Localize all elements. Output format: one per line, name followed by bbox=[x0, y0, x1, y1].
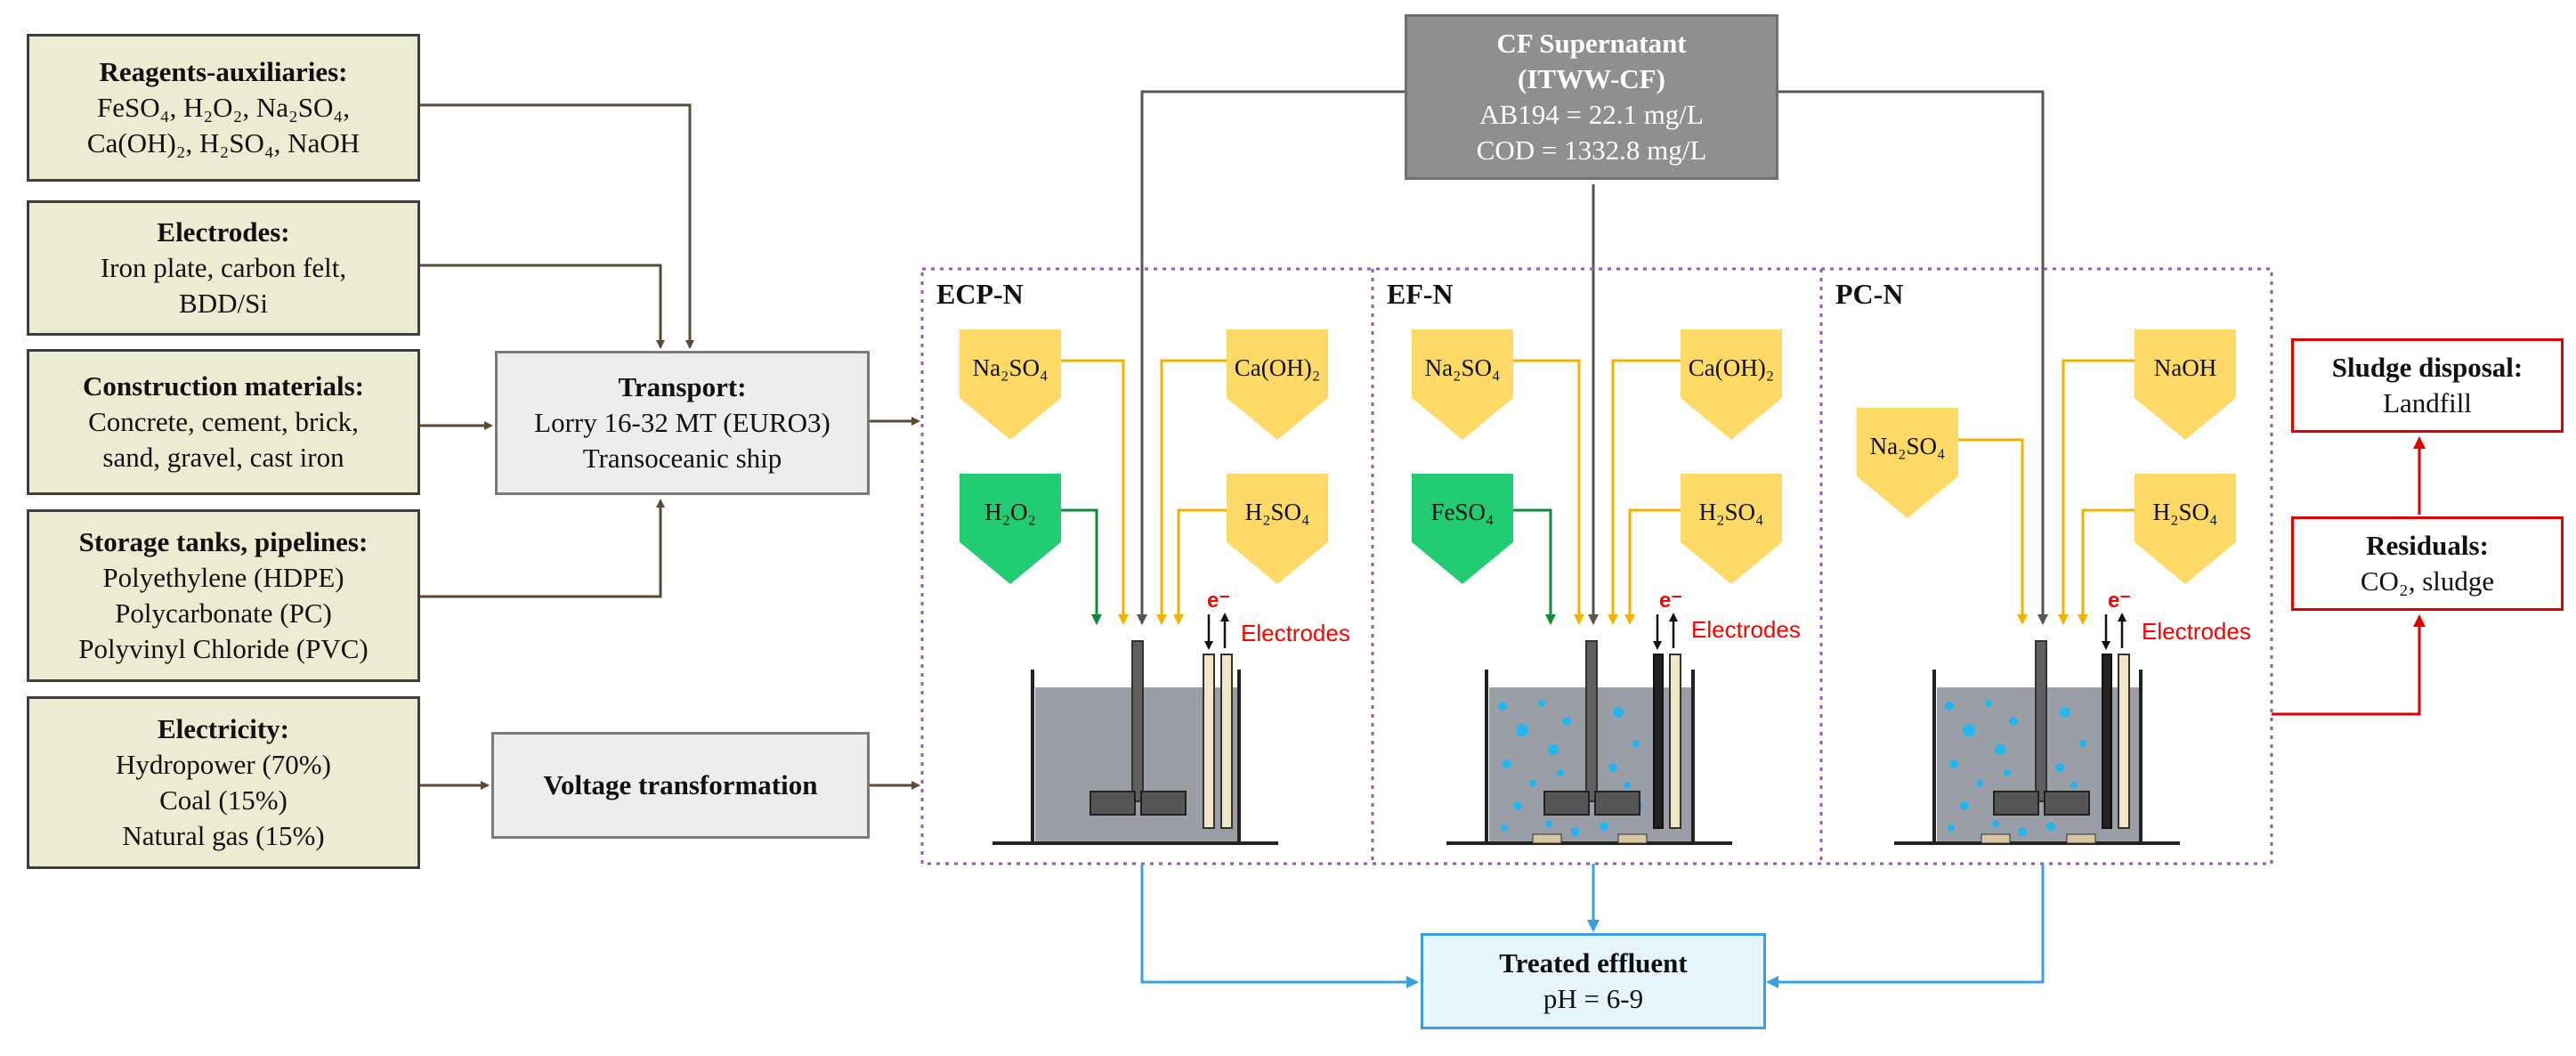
construction-line-1: Concrete, cement, brick, bbox=[88, 406, 359, 437]
ef-dosing-lines bbox=[1513, 359, 1681, 625]
residual-lines bbox=[2272, 436, 2426, 716]
residuals-line-1: CO₂, sludge bbox=[2360, 565, 2495, 597]
storage-box: Storage tanks, pipelines: Polyethylene (… bbox=[27, 509, 420, 682]
voltage-box: Voltage transformation bbox=[491, 732, 870, 839]
sludge-disposal-box: Sludge disposal: Landfill bbox=[2291, 338, 2564, 433]
input-connectors bbox=[420, 103, 920, 790]
transport-line-1: Lorry 16-32 MT (EURO3) bbox=[534, 407, 830, 438]
ef-reactor-tank bbox=[1446, 640, 1732, 845]
electrodes-box: Electrodes: Iron plate, carbon felt, BDD… bbox=[27, 200, 420, 336]
ecp-chem-h2so4: H₂SO₄ bbox=[1227, 474, 1328, 584]
voltage-title: Voltage transformation bbox=[543, 769, 818, 800]
electricity-line-3: Natural gas (15%) bbox=[122, 820, 325, 851]
supernatant-line-4: COD = 1332.8 mg/L bbox=[1476, 134, 1707, 166]
ef-section-label: EF-N bbox=[1387, 278, 1454, 310]
effluent-lines bbox=[1140, 864, 2045, 988]
transport-box: Transport: Lorry 16-32 MT (EURO3) Transo… bbox=[495, 351, 870, 495]
ecp-electrodes-label: Electrodes bbox=[1241, 620, 1350, 646]
electrodes-line-1: Iron plate, carbon felt, bbox=[100, 252, 347, 283]
effluent-title: Treated effluent bbox=[1499, 947, 1688, 979]
storage-title: Storage tanks, pipelines: bbox=[78, 526, 369, 557]
sludge-line-1: Landfill bbox=[2383, 387, 2472, 418]
construction-title: Construction materials: bbox=[83, 370, 364, 402]
ecp-reactor-tank bbox=[992, 640, 1278, 845]
pc-dosing-lines bbox=[1958, 359, 2135, 625]
construction-box: Construction materials: Concrete, cement… bbox=[27, 349, 420, 495]
electricity-box: Electricity: Hydropower (70%) Coal (15%)… bbox=[27, 696, 420, 869]
storage-line-3: Polyvinyl Chloride (PVC) bbox=[78, 633, 369, 664]
sludge-title: Sludge disposal: bbox=[2331, 352, 2523, 383]
ecp-electron-label: e⁻ bbox=[1207, 589, 1231, 613]
pc-section-label: PC-N bbox=[1835, 278, 1904, 310]
electricity-line-1: Hydropower (70%) bbox=[116, 749, 331, 780]
supernatant-line-1: CF Supernatant bbox=[1496, 28, 1687, 59]
ecp-section-label: ECP-N bbox=[936, 278, 1024, 310]
construction-line-2: sand, gravel, cast iron bbox=[102, 442, 344, 473]
supernatant-feeds bbox=[1137, 90, 2048, 625]
electrodes-title: Electrodes: bbox=[157, 216, 290, 248]
electron-arrows bbox=[1204, 613, 2126, 650]
supernatant-line-2: (ITWW-CF) bbox=[1518, 63, 1665, 94]
transport-title: Transport: bbox=[618, 371, 747, 402]
storage-line-2: Polycarbonate (PC) bbox=[115, 597, 332, 629]
pc-electrodes-label: Electrodes bbox=[2142, 618, 2251, 645]
electricity-line-2: Coal (15%) bbox=[159, 784, 288, 816]
electricity-title: Electricity: bbox=[157, 713, 290, 744]
storage-line-1: Polyethylene (HDPE) bbox=[102, 562, 344, 593]
supernatant-line-3: AB194 = 22.1 mg/L bbox=[1479, 99, 1704, 130]
electrodes-line-2: BDD/Si bbox=[179, 288, 268, 319]
treated-effluent-box: Treated effluent pH = 6-9 bbox=[1421, 933, 1766, 1029]
ecp-dosing-lines bbox=[1061, 359, 1227, 625]
effluent-line-1: pH = 6-9 bbox=[1543, 983, 1644, 1014]
reagents-line-1: FeSO₄, H₂O₂, Na₂SO₄, bbox=[97, 92, 350, 123]
reagents-title: Reagents-auxiliaries: bbox=[99, 56, 348, 87]
transport-line-2: Transoceanic ship bbox=[582, 443, 782, 474]
residuals-box: Residuals: CO₂, sludge bbox=[2291, 516, 2564, 611]
ef-electron-label: e⁻ bbox=[1659, 589, 1683, 613]
pc-reactor-tank bbox=[1894, 640, 2180, 845]
reactor-frame bbox=[920, 267, 2273, 865]
pc-electron-label: e⁻ bbox=[2108, 589, 2132, 613]
residuals-title: Residuals: bbox=[2366, 530, 2489, 561]
ef-electrodes-label: Electrodes bbox=[1691, 616, 1801, 643]
reagents-line-2: Ca(OH)₂, H₂SO₄, NaOH bbox=[86, 127, 360, 158]
supernatant-box: CF Supernatant (ITWW-CF) AB194 = 22.1 mg… bbox=[1405, 14, 1778, 180]
reagents-box: Reagents-auxiliaries: FeSO₄, H₂O₂, Na₂SO… bbox=[27, 34, 420, 182]
